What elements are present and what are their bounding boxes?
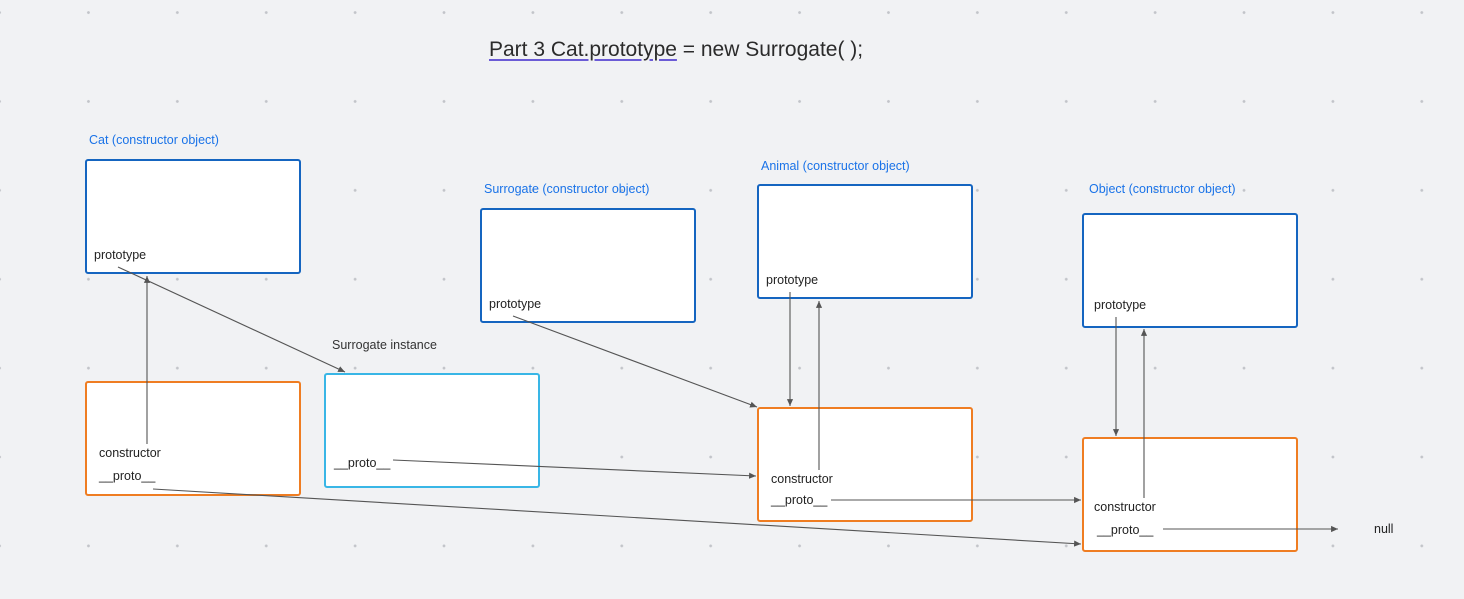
cat-constructor-box[interactable]: [85, 159, 301, 274]
object-constructor-box[interactable]: [1082, 213, 1298, 328]
arrow-surrogate-prototype-to-animal-prototype: [512, 315, 758, 408]
arrow-cat-prototype-to-surrogate-instance: [117, 266, 346, 373]
title-rest-text: = new Surrogate( );: [676, 38, 864, 61]
surrogate-instance-proto-prop: __proto__: [334, 456, 391, 470]
null-label: null: [1374, 522, 1394, 536]
object-prototype-box[interactable]: [1082, 437, 1298, 552]
cat-prototype-label: prototype: [94, 248, 147, 262]
title-link-text: Part 3 Cat.prototype: [489, 38, 677, 61]
object-constructor-prop: constructor: [1094, 500, 1156, 514]
animal-constructor-label: Animal (constructor object): [761, 159, 910, 173]
surrogate-prototype-label: prototype: [489, 297, 542, 311]
cat-constructor-label: Cat (constructor object): [89, 133, 219, 147]
arrow-cat-proto-to-object-prototype: [152, 488, 1082, 547]
arrow-surrogate-instance-proto-to-animal-prototype: [392, 459, 757, 479]
surrogate-instance-box[interactable]: [324, 373, 540, 488]
cat-prototype-box[interactable]: [85, 381, 301, 496]
cat-proto-prop: __proto__: [99, 469, 156, 483]
object-constructor-label: Object (constructor object): [1089, 182, 1236, 196]
surrogate-instance-label: Surrogate instance: [332, 338, 437, 352]
diagram-title: Part 3 Cat.prototype = new Surrogate( );: [489, 38, 863, 62]
surrogate-constructor-label: Surrogate (constructor object): [484, 182, 650, 196]
animal-prototype-label: prototype: [766, 273, 819, 287]
object-proto-prop: __proto__: [1097, 523, 1154, 537]
object-prototype-label: prototype: [1094, 298, 1147, 312]
surrogate-constructor-box[interactable]: [480, 208, 696, 323]
animal-proto-prop: __proto__: [771, 493, 828, 507]
animal-prototype-box[interactable]: [757, 407, 973, 522]
animal-constructor-prop: constructor: [771, 472, 833, 486]
animal-constructor-box[interactable]: [757, 184, 973, 299]
cat-constructor-prop: constructor: [99, 446, 161, 460]
